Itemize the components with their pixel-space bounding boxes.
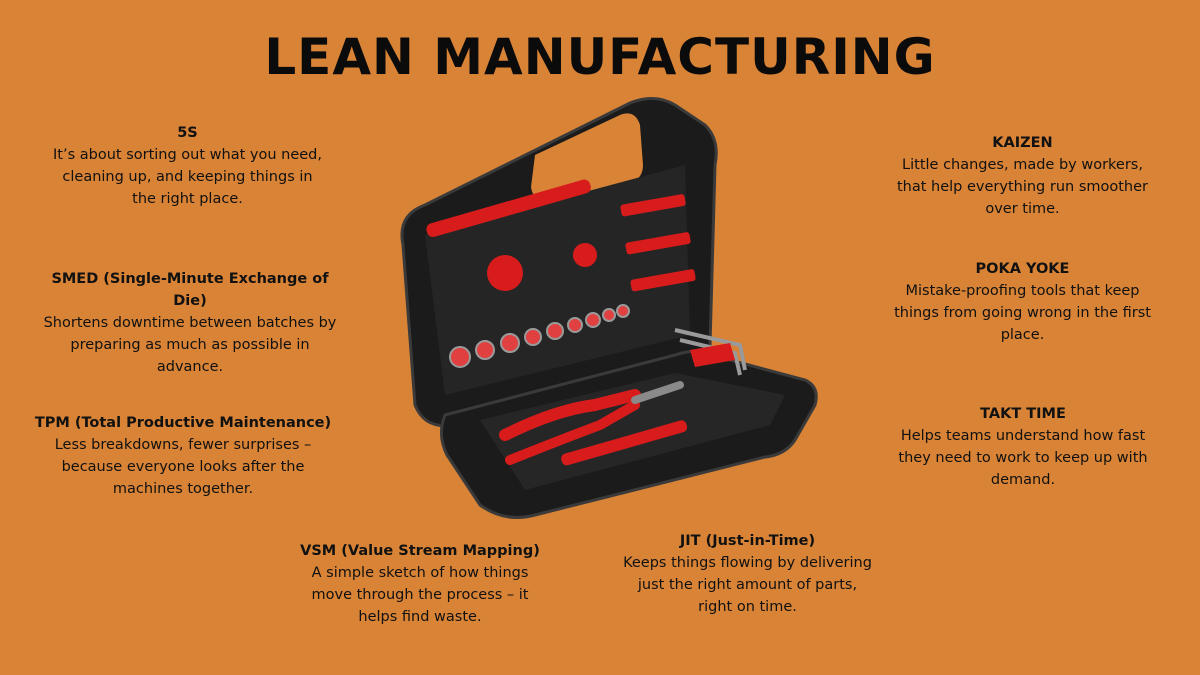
item-takt-time-heading: TAKT TIME [980,406,1066,422]
item-tpm-heading: TPM (Total Productive Maintenance) [34,415,332,431]
item-5s-heading: 5S [177,125,198,141]
item-smed-text: Shortens downtime between batches by pre… [43,315,337,375]
item-jit-heading: JIT (Just-in-Time) [679,533,816,549]
item-takt-time-text: Helps teams understand how fast they nee… [898,428,1148,488]
item-jit: JIT (Just-in-Time) Keeps things flowing … [620,530,875,618]
item-jit-text: Keeps things flowing by delivering just … [623,555,872,615]
item-kaizen: KAIZEN Little changes, made by workers, … [895,132,1150,220]
item-smed-heading: SMED (Single-Minute Exchange of Die) [51,271,329,309]
item-kaizen-text: Little changes, made by workers, that he… [896,157,1148,217]
item-kaizen-heading: KAIZEN [992,135,1053,151]
item-tpm: TPM (Total Productive Maintenance) Less … [28,412,338,500]
item-vsm-text: A simple sketch of how things move throu… [311,565,529,625]
item-poka-yoke: POKA YOKE Mistake-proofing tools that ke… [890,258,1155,346]
page-title: LEAN MANUFACTURING [264,28,936,86]
item-tpm-text: Less breakdowns, fewer surprises – becau… [54,437,312,497]
item-smed: SMED (Single-Minute Exchange of Die) Sho… [35,268,345,378]
item-5s-text: It’s about sorting out what you need, cl… [53,147,322,207]
item-poka-yoke-text: Mistake-proofing tools that keep things … [894,283,1151,343]
item-5s: 5S It’s about sorting out what you need,… [50,122,325,210]
item-poka-yoke-heading: POKA YOKE [975,261,1070,277]
item-vsm-heading: VSM (Value Stream Mapping) [300,543,540,559]
toolkit-image [400,97,818,519]
item-takt-time: TAKT TIME Helps teams understand how fas… [893,403,1153,491]
item-vsm: VSM (Value Stream Mapping) A simple sket… [300,540,540,628]
